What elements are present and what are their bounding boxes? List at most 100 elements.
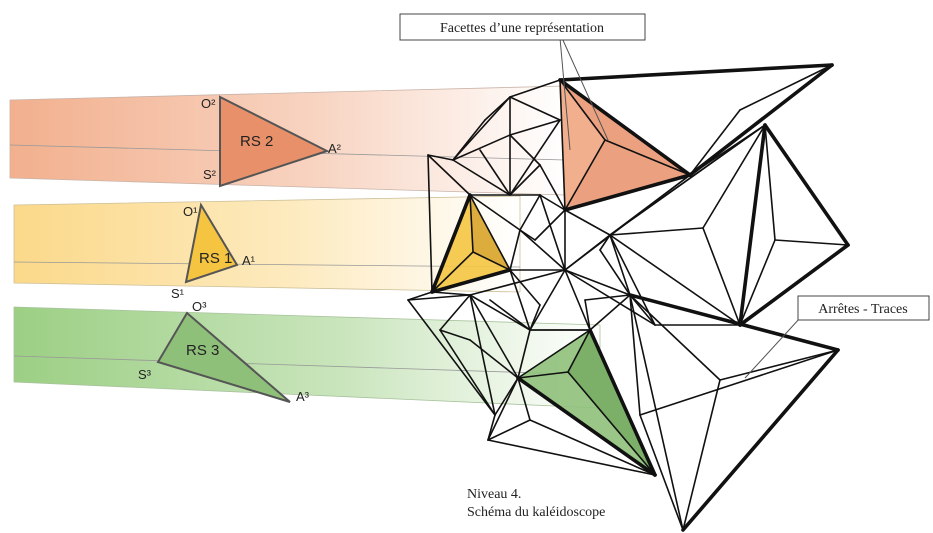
triangle-rs2 <box>219 95 330 188</box>
mesh-edge-85 <box>431 251 474 293</box>
mesh-edge-87 <box>427 154 471 196</box>
mesh-edge-105 <box>517 329 531 379</box>
mesh-edge-14 <box>609 234 741 326</box>
mesh-edge-72 <box>452 134 511 161</box>
triangle-labels: RS 2 O² S² A² RS 1 O¹ S¹ A¹ RS 3 O³ S³ A… <box>138 96 342 404</box>
mesh-edge-114 <box>689 124 766 176</box>
callout-leader-line <box>561 37 609 141</box>
callout-edges-text: Arrêtes - Traces <box>818 302 907 317</box>
band-rs1-axis <box>13 261 521 268</box>
mesh-edge-17 <box>609 227 704 236</box>
mesh-edge-52 <box>564 209 611 236</box>
mesh-edge-26 <box>682 379 721 531</box>
mesh-edge-80 <box>479 149 511 196</box>
mesh-edge-55 <box>509 229 521 271</box>
mesh-edge-69 <box>509 119 561 196</box>
mesh-edge-58 <box>599 234 611 251</box>
mesh-edge-96 <box>469 294 496 416</box>
mesh-edge-76 <box>539 164 566 211</box>
mesh-edge-91 <box>469 194 521 231</box>
rs3-vertex-a: A³ <box>296 389 310 404</box>
rs3-vertex-o: O³ <box>192 299 207 314</box>
mesh-edge-107 <box>487 414 496 441</box>
mesh-edge-83 <box>469 194 511 271</box>
mesh-edge-bold-12 <box>738 123 767 327</box>
rs2-vertex-o: O² <box>201 96 216 111</box>
mesh-edge-66 <box>509 79 561 98</box>
mesh-edge-61 <box>584 299 591 331</box>
facet-orange <box>560 80 690 210</box>
mesh-edge-18 <box>764 124 776 241</box>
mesh-edge-59 <box>599 249 631 296</box>
mesh-edge-89 <box>427 154 454 161</box>
mesh-edge-101 <box>469 339 519 379</box>
mesh-edge-68 <box>452 159 511 196</box>
band-rs1 <box>13 195 521 293</box>
rs2-vertex-a: A² <box>328 141 342 156</box>
mesh-edge-62 <box>529 304 541 331</box>
mesh-edge-15 <box>702 124 766 229</box>
rs1-vertex-o: O¹ <box>183 204 198 219</box>
mesh-edge-75 <box>509 164 541 196</box>
rs2-vertex-s: S² <box>203 167 217 182</box>
callout-edges-box <box>797 295 930 321</box>
mesh-edge-bold-1 <box>688 63 834 177</box>
mesh-edge-bold-2 <box>558 78 692 177</box>
mesh-edge-115 <box>629 294 741 326</box>
mesh-edge-42 <box>564 269 591 331</box>
mesh-edge-103 <box>489 299 531 331</box>
mesh-edge-bold-82 <box>430 268 512 294</box>
mesh-edge-16 <box>702 227 741 326</box>
mesh-edge-86 <box>472 251 511 271</box>
callout-leader-line <box>744 317 801 379</box>
mesh-edge-84 <box>469 194 474 253</box>
representation-triangles <box>156 95 330 403</box>
mesh-edge-95 <box>407 299 496 416</box>
mesh-edge-7 <box>564 139 606 211</box>
mesh-edge-116 <box>609 174 691 236</box>
mesh-edge-49 <box>539 194 566 271</box>
caption-line-2: Schéma du kaléidoscope <box>467 505 605 520</box>
mesh-edge-74 <box>509 134 541 166</box>
mesh-edge-60 <box>584 294 631 301</box>
callout-edges: Arrêtes - Traces <box>744 295 930 379</box>
rs1-vertex-s: S¹ <box>171 286 185 301</box>
band-rs3-axis <box>13 355 601 376</box>
mesh-edge-29 <box>639 414 684 531</box>
mesh-edge-35 <box>567 371 656 476</box>
mesh-edge-bold-22 <box>681 348 840 532</box>
mesh-edge-50 <box>609 234 631 296</box>
callout-facets-text: Facettes d’une représentation <box>440 21 604 36</box>
caption: Niveau 4. Schéma du kaléidoscope <box>467 487 605 520</box>
mesh-edge-63 <box>509 269 541 306</box>
mesh-edge-102 <box>439 329 471 341</box>
mesh-edge-93 <box>407 294 471 301</box>
mesh-edge-bold-3 <box>563 173 692 212</box>
facet-orange-shade <box>560 80 605 210</box>
mesh-edge-8 <box>689 109 741 176</box>
mesh-edge-4 <box>559 79 566 211</box>
mesh-edge-34 <box>517 371 569 379</box>
mesh-edge-98 <box>469 294 519 379</box>
mesh-edge-23 <box>629 294 684 531</box>
triangle-rs1 <box>184 202 239 284</box>
mesh-edge-28 <box>629 294 641 416</box>
mesh-edge-54 <box>519 194 541 231</box>
mesh-edge-5 <box>559 79 606 141</box>
mesh-edge-79 <box>484 96 511 121</box>
mesh-edge-109 <box>517 377 531 421</box>
mesh-edge-27 <box>639 349 839 416</box>
mesh-edge-24 <box>629 294 721 381</box>
mesh-edge-65 <box>534 209 566 241</box>
mesh-edge-37 <box>487 439 656 476</box>
mesh-edge-56 <box>509 269 531 331</box>
mesh-edge-67 <box>452 96 511 161</box>
mesh-edge-19 <box>774 239 849 246</box>
facet-yellow <box>432 195 510 292</box>
callout-leader-line <box>559 37 571 151</box>
mesh-edge-45 <box>519 229 566 271</box>
mesh-edge-108 <box>487 419 531 441</box>
mesh-edge-64 <box>519 229 536 241</box>
mesh-edge-9 <box>739 64 833 111</box>
callout-facets-box <box>399 13 646 41</box>
